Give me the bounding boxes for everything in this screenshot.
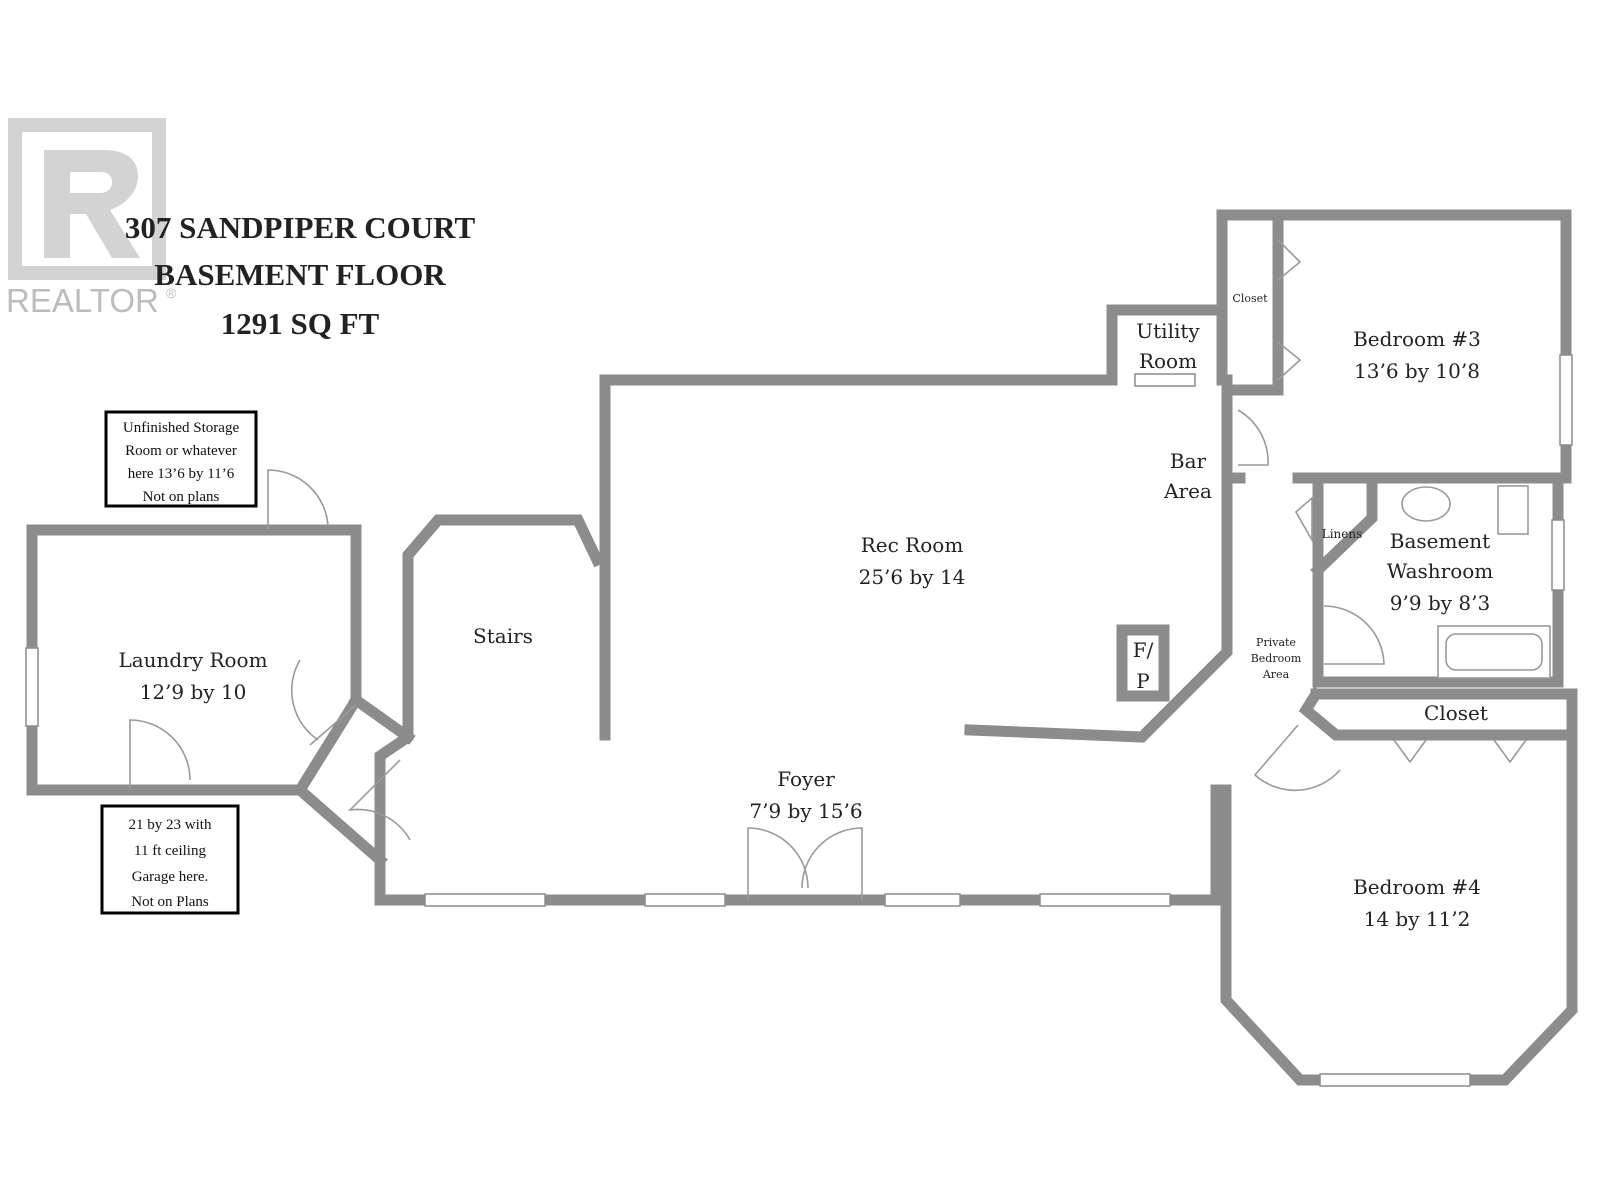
bedroom3-label: Bedroom #3 (1353, 327, 1481, 351)
private-area-label-1: Private (1256, 636, 1296, 649)
laundry-room-label: Laundry Room (118, 648, 267, 672)
washroom-label-2: Washroom (1387, 559, 1494, 583)
window (424, 893, 546, 907)
fireplace (1116, 624, 1170, 702)
note-storage-line: Not on plans (143, 489, 220, 505)
window (644, 893, 726, 907)
bedroom4-label: Bedroom #4 (1353, 875, 1481, 899)
window (1039, 893, 1171, 907)
window (884, 893, 961, 907)
wall-laundry (26, 524, 362, 796)
vanity (1497, 485, 1529, 535)
stairs-label: Stairs (473, 624, 533, 648)
windows (25, 354, 1573, 1087)
title-floor: BASEMENT FLOOR (154, 257, 446, 292)
doors (129, 239, 1527, 900)
door-swing (347, 759, 411, 841)
rec-room-label: Rec Room (861, 533, 964, 557)
wall-closet-mid (1298, 686, 1578, 741)
closet-top-label: Closet (1232, 292, 1268, 305)
wall-bedroom3 (1216, 209, 1572, 484)
fireplace-label-1: F/ (1133, 638, 1154, 662)
utility-room-label-1: Utility (1136, 319, 1200, 343)
bedroom3-dims: 13’6 by 10’8 (1354, 359, 1480, 383)
title-address: 307 SANDPIPER COURT (125, 210, 476, 245)
closet-door (1393, 739, 1527, 764)
private-area-label-3: Area (1262, 668, 1290, 681)
note-garage-line: 11 ft ceiling (134, 843, 206, 859)
linens-label: Linens (1322, 527, 1363, 541)
title-area: 1291 SQ FT (221, 306, 380, 341)
window (1134, 373, 1196, 387)
foyer-dims: 7’9 by 15’6 (749, 799, 862, 823)
note-garage-line: 21 by 23 with (129, 817, 212, 833)
title-block: 307 SANDPIPER COURT BASEMENT FLOOR 1291 … (125, 210, 476, 341)
bar-area-label-2: Area (1163, 479, 1212, 503)
note-garage-line: Not on Plans (131, 894, 209, 910)
bathtub-basin (1445, 633, 1543, 671)
note-garage: 21 by 23 with 11 ft ceiling Garage here.… (100, 804, 240, 915)
wall-stairs (374, 514, 1222, 906)
washroom-dims: 9’9 by 8’3 (1390, 591, 1490, 615)
closet-door (1277, 239, 1302, 381)
closet-mid-label: Closet (1424, 701, 1488, 725)
foyer-label: Foyer (777, 767, 835, 791)
wall-closet-top (1221, 209, 1284, 396)
bedroom4-dims: 14 by 11’2 (1364, 907, 1471, 931)
note-garage-line: Garage here. (132, 869, 209, 885)
realtor-watermark-text: REALTOR (6, 282, 159, 319)
window (25, 647, 39, 727)
door-swing (1237, 409, 1269, 466)
fireplace-label-2: P (1136, 669, 1149, 693)
note-storage-box (104, 410, 258, 508)
realtor-logo: REALTOR ® (6, 118, 177, 319)
door-swing (267, 469, 329, 530)
wall-linens (1310, 472, 1378, 578)
utility-room-label-2: Room (1139, 349, 1197, 373)
door-swing (801, 827, 863, 900)
door-swing (1253, 724, 1341, 792)
door-swing (290, 659, 357, 746)
door-swing (747, 827, 809, 900)
washroom-label-1: Basement (1390, 529, 1490, 553)
note-storage-line: here 13’6 by 11’6 (128, 466, 235, 482)
registered-mark: ® (166, 285, 177, 301)
window (1319, 1073, 1471, 1087)
note-garage-box (100, 804, 240, 915)
window (1551, 519, 1565, 591)
private-area-label-2: Bedroom (1251, 652, 1302, 665)
fixtures (1401, 485, 1551, 679)
rec-room-dims: 25’6 by 14 (859, 565, 966, 589)
wall-main-outer (599, 374, 1233, 743)
note-storage: Unfinished Storage Room or whatever here… (104, 410, 258, 508)
bar-area-label-1: Bar (1170, 449, 1207, 473)
door-swing (129, 719, 191, 790)
room-labels: Utility Room Closet Bedroom #3 13’6 by 1… (118, 292, 1493, 931)
toilet (1401, 486, 1451, 522)
note-storage-line: Room or whatever (125, 443, 237, 459)
note-storage-line: Unfinished Storage (123, 420, 240, 436)
window (1559, 354, 1573, 446)
linens-door (1294, 496, 1313, 544)
door-swing (1323, 605, 1385, 665)
laundry-room-dims: 12’9 by 10 (140, 680, 247, 704)
wall-laundry-link (292, 692, 416, 868)
